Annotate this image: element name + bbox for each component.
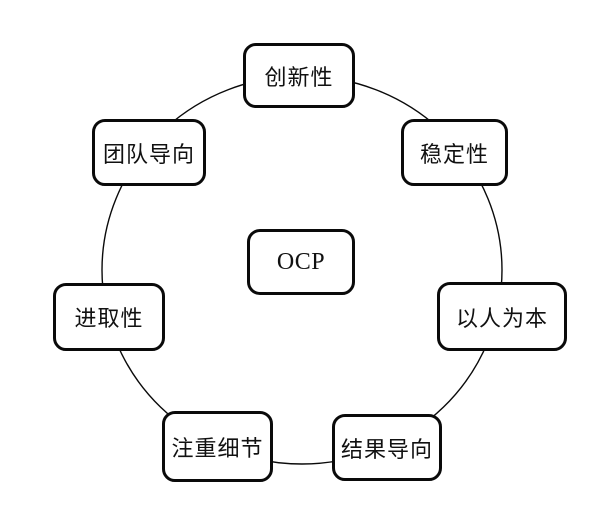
node-enterprising: 进取性 — [53, 283, 165, 351]
node-innovation: 创新性 — [243, 43, 355, 108]
node-team-oriented: 团队导向 — [92, 119, 206, 186]
node-people-oriented: 以人为本 — [437, 282, 567, 351]
node-stability: 稳定性 — [401, 119, 508, 186]
node-center-ocp: OCP — [247, 229, 355, 295]
node-attention-to-detail: 注重细节 — [162, 411, 273, 482]
node-results-oriented: 结果导向 — [332, 414, 442, 481]
